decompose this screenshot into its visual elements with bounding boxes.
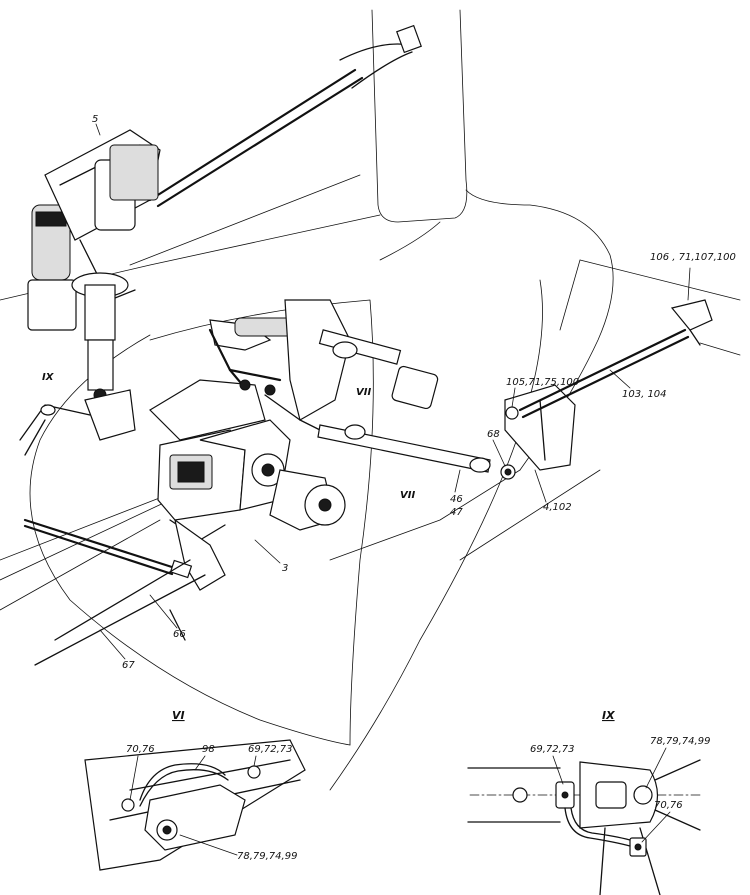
view-ix-title: IX [602,709,615,722]
gearbox-unit [157,419,346,591]
label-3: 3 [282,563,288,574]
vi-label-78-79-74-99: 78,79,74,99 [237,851,297,862]
lower-control-rods [23,518,206,666]
label-68: 68 [487,429,500,440]
vi-label-70-76: 70,76 [126,744,155,755]
ix-label-69-72-73: 69,72,73 [530,744,575,755]
part-labels: 5 3 66 67 46 47 68 4,102 103, 104 105,71… [42,114,736,671]
roman-vii-upper: VII [356,387,371,398]
ix-label-70-76: 70,76 [654,800,683,811]
right-bracket [504,299,713,471]
label-66: 66 [173,629,186,640]
upper-crank-assembly [284,299,439,421]
label-4-102: 4,102 [543,502,572,513]
upper-control-rod [148,24,422,208]
view-vi-title: VI [172,709,185,722]
roman-vii-lower: VII [400,490,415,501]
detail-view-vi: VI 70,76 98 69,72,73 78,79,74,99 [84,709,306,871]
vi-label-69-72-73: 69,72,73 [248,744,293,755]
detail-view-ix: IX 69,72,73 78,79,74,99 70,76 [467,709,710,895]
airframe-outline [0,9,741,791]
label-105-71-75-100: 105,71,75,100 [506,377,579,388]
vi-label-98: 98 [202,744,215,755]
label-47: 47 [450,507,463,518]
push-pull-rod [317,424,516,480]
left-bracket [19,404,91,456]
label-46: 46 [450,494,463,505]
center-linkage [149,317,321,441]
label-5: 5 [92,114,98,125]
roman-ix-main: IX [42,372,55,383]
label-67: 67 [122,660,135,671]
label-103-104: 103, 104 [622,389,667,400]
hydraulic-actuator [27,129,161,441]
ix-label-78-79-74-99: 78,79,74,99 [650,736,710,747]
label-106-71-107-100: 106 , 71,107,100 [650,252,736,263]
